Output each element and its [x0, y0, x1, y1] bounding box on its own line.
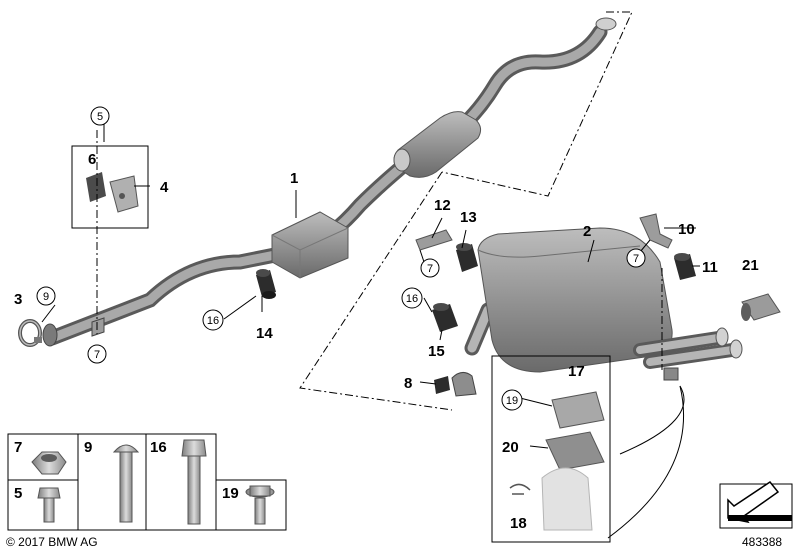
detail-link-lower	[607, 385, 684, 539]
direction-arrow-box	[719, 480, 793, 529]
svg-text:7: 7	[14, 439, 22, 456]
callout-labels: 1 2 3 4 6 8 10 11 12 13 14 15 17 18 20 2…	[14, 151, 759, 532]
svg-text:16: 16	[406, 293, 418, 305]
detail-link-upper	[619, 385, 685, 455]
circled-callout-5: 5	[90, 106, 110, 126]
callout-3: 3	[14, 291, 22, 308]
callout-13: 13	[460, 209, 477, 226]
middle-canister	[393, 111, 482, 178]
rubber-mount-13	[456, 243, 478, 272]
front-pipe-assembly	[42, 17, 617, 347]
svg-text:7: 7	[427, 263, 433, 275]
circled-callout-16-left: 16	[202, 309, 224, 331]
callout-2: 2	[583, 223, 591, 240]
resonator	[271, 211, 349, 279]
fastener-nut: 7	[14, 439, 67, 475]
diagram-number: 483388	[742, 535, 782, 549]
svg-text:9: 9	[43, 291, 49, 303]
callout-12: 12	[434, 197, 451, 214]
svg-text:19: 19	[506, 395, 518, 407]
callout-1: 1	[290, 170, 298, 187]
group-outline-front	[441, 11, 633, 197]
svg-text:19: 19	[222, 485, 239, 502]
svg-text:7: 7	[633, 253, 639, 265]
leader-lines	[41, 124, 700, 495]
clamp-8	[434, 372, 477, 397]
svg-text:9: 9	[84, 439, 92, 456]
svg-text:16: 16	[150, 439, 167, 456]
callout-8: 8	[404, 375, 412, 392]
callout-17: 17	[568, 363, 585, 380]
svg-text:5: 5	[14, 485, 22, 502]
circled-callout-16-right: 16	[401, 287, 423, 309]
circled-callout-7-middle: 7	[420, 258, 440, 278]
callout-15: 15	[428, 343, 445, 360]
rubber-mount-11	[674, 253, 696, 280]
circled-callout-9: 9	[36, 286, 56, 306]
rubber-mount-14	[256, 269, 276, 299]
svg-text:16: 16	[207, 315, 219, 327]
fastener-bolt-short: 5	[14, 485, 61, 523]
circled-callout-7-right: 7	[626, 248, 646, 268]
circled-callout-19: 19	[501, 389, 523, 411]
circled-callouts: 5 9 7 16 7 16 7 19	[36, 106, 646, 411]
rubber-mount-15	[432, 303, 458, 332]
circled-callout-7-left: 7	[87, 344, 107, 364]
callout-6: 6	[88, 151, 96, 168]
svg-text:5: 5	[97, 111, 103, 123]
svg-text:7: 7	[94, 349, 100, 361]
copyright-text: © 2017 BMW AG	[6, 535, 98, 549]
bracket-detail	[71, 145, 149, 229]
bracket-12	[415, 229, 453, 251]
tailpipe-trim	[741, 293, 781, 321]
fastener-legend: 7 5 9 16 19	[7, 433, 287, 531]
callout-11: 11	[702, 259, 718, 276]
callout-4: 4	[160, 179, 169, 196]
callout-18: 18	[510, 515, 527, 532]
pipe-clamp	[18, 319, 42, 347]
callout-21: 21	[742, 257, 759, 274]
callout-14: 14	[256, 325, 273, 342]
fastener-hex-bolt-long: 16	[150, 439, 207, 525]
rear-muffler-assembly	[464, 227, 743, 381]
group-outline-rear	[299, 171, 453, 411]
fastener-flange-bolt: 19	[222, 485, 275, 525]
callout-20: 20	[502, 439, 519, 456]
fastener-carriage-bolt: 9	[84, 439, 140, 523]
valve-detail	[491, 355, 611, 543]
callout-10: 10	[678, 221, 695, 238]
